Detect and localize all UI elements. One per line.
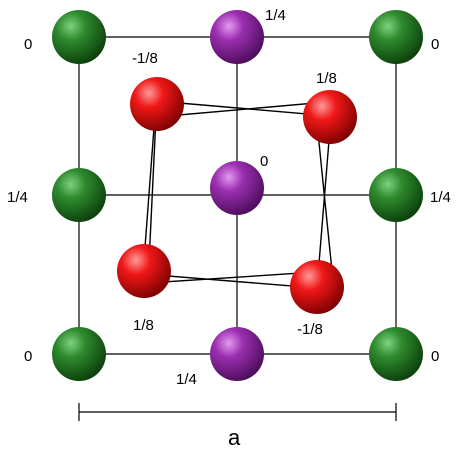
inner-atom-bottom-left <box>117 244 171 298</box>
corner-atom-top-right <box>369 10 423 64</box>
atoms <box>52 10 423 381</box>
edge-atom-bottom <box>210 327 264 381</box>
corner-atom-bottom-right <box>369 327 423 381</box>
label-corner-top-left: 0 <box>24 36 32 53</box>
edge-atom-right <box>369 168 423 222</box>
label-edge-top: 1/4 <box>265 7 286 24</box>
scale-bar-label: a <box>228 425 241 450</box>
height-labels: 0 1/4 0 1/4 0 1/4 0 1/4 0 -1/8 1/8 1/8 -… <box>7 7 451 388</box>
corner-atom-top-left <box>52 10 106 64</box>
edge-atom-top <box>210 10 264 64</box>
label-inner-bottom-right: -1/8 <box>297 321 323 338</box>
edge-atom-left <box>52 168 106 222</box>
label-center: 0 <box>260 153 268 170</box>
label-corner-top-right: 0 <box>431 36 439 53</box>
label-inner-top-right: 1/8 <box>316 70 337 87</box>
label-edge-left: 1/4 <box>7 189 28 206</box>
label-inner-bottom-left: 1/8 <box>133 317 154 334</box>
scale-bar: a <box>78 403 397 450</box>
center-atom <box>210 161 264 215</box>
label-corner-bottom-right: 0 <box>431 348 439 365</box>
inner-atom-bottom-right <box>290 260 344 314</box>
inner-atom-top-right <box>303 90 357 144</box>
corner-atom-bottom-left <box>52 327 106 381</box>
label-corner-bottom-left: 0 <box>24 348 32 365</box>
inner-atom-top-left <box>130 77 184 131</box>
label-edge-right: 1/4 <box>430 189 451 206</box>
label-inner-top-left: -1/8 <box>132 50 158 67</box>
label-edge-bottom: 1/4 <box>176 371 197 388</box>
